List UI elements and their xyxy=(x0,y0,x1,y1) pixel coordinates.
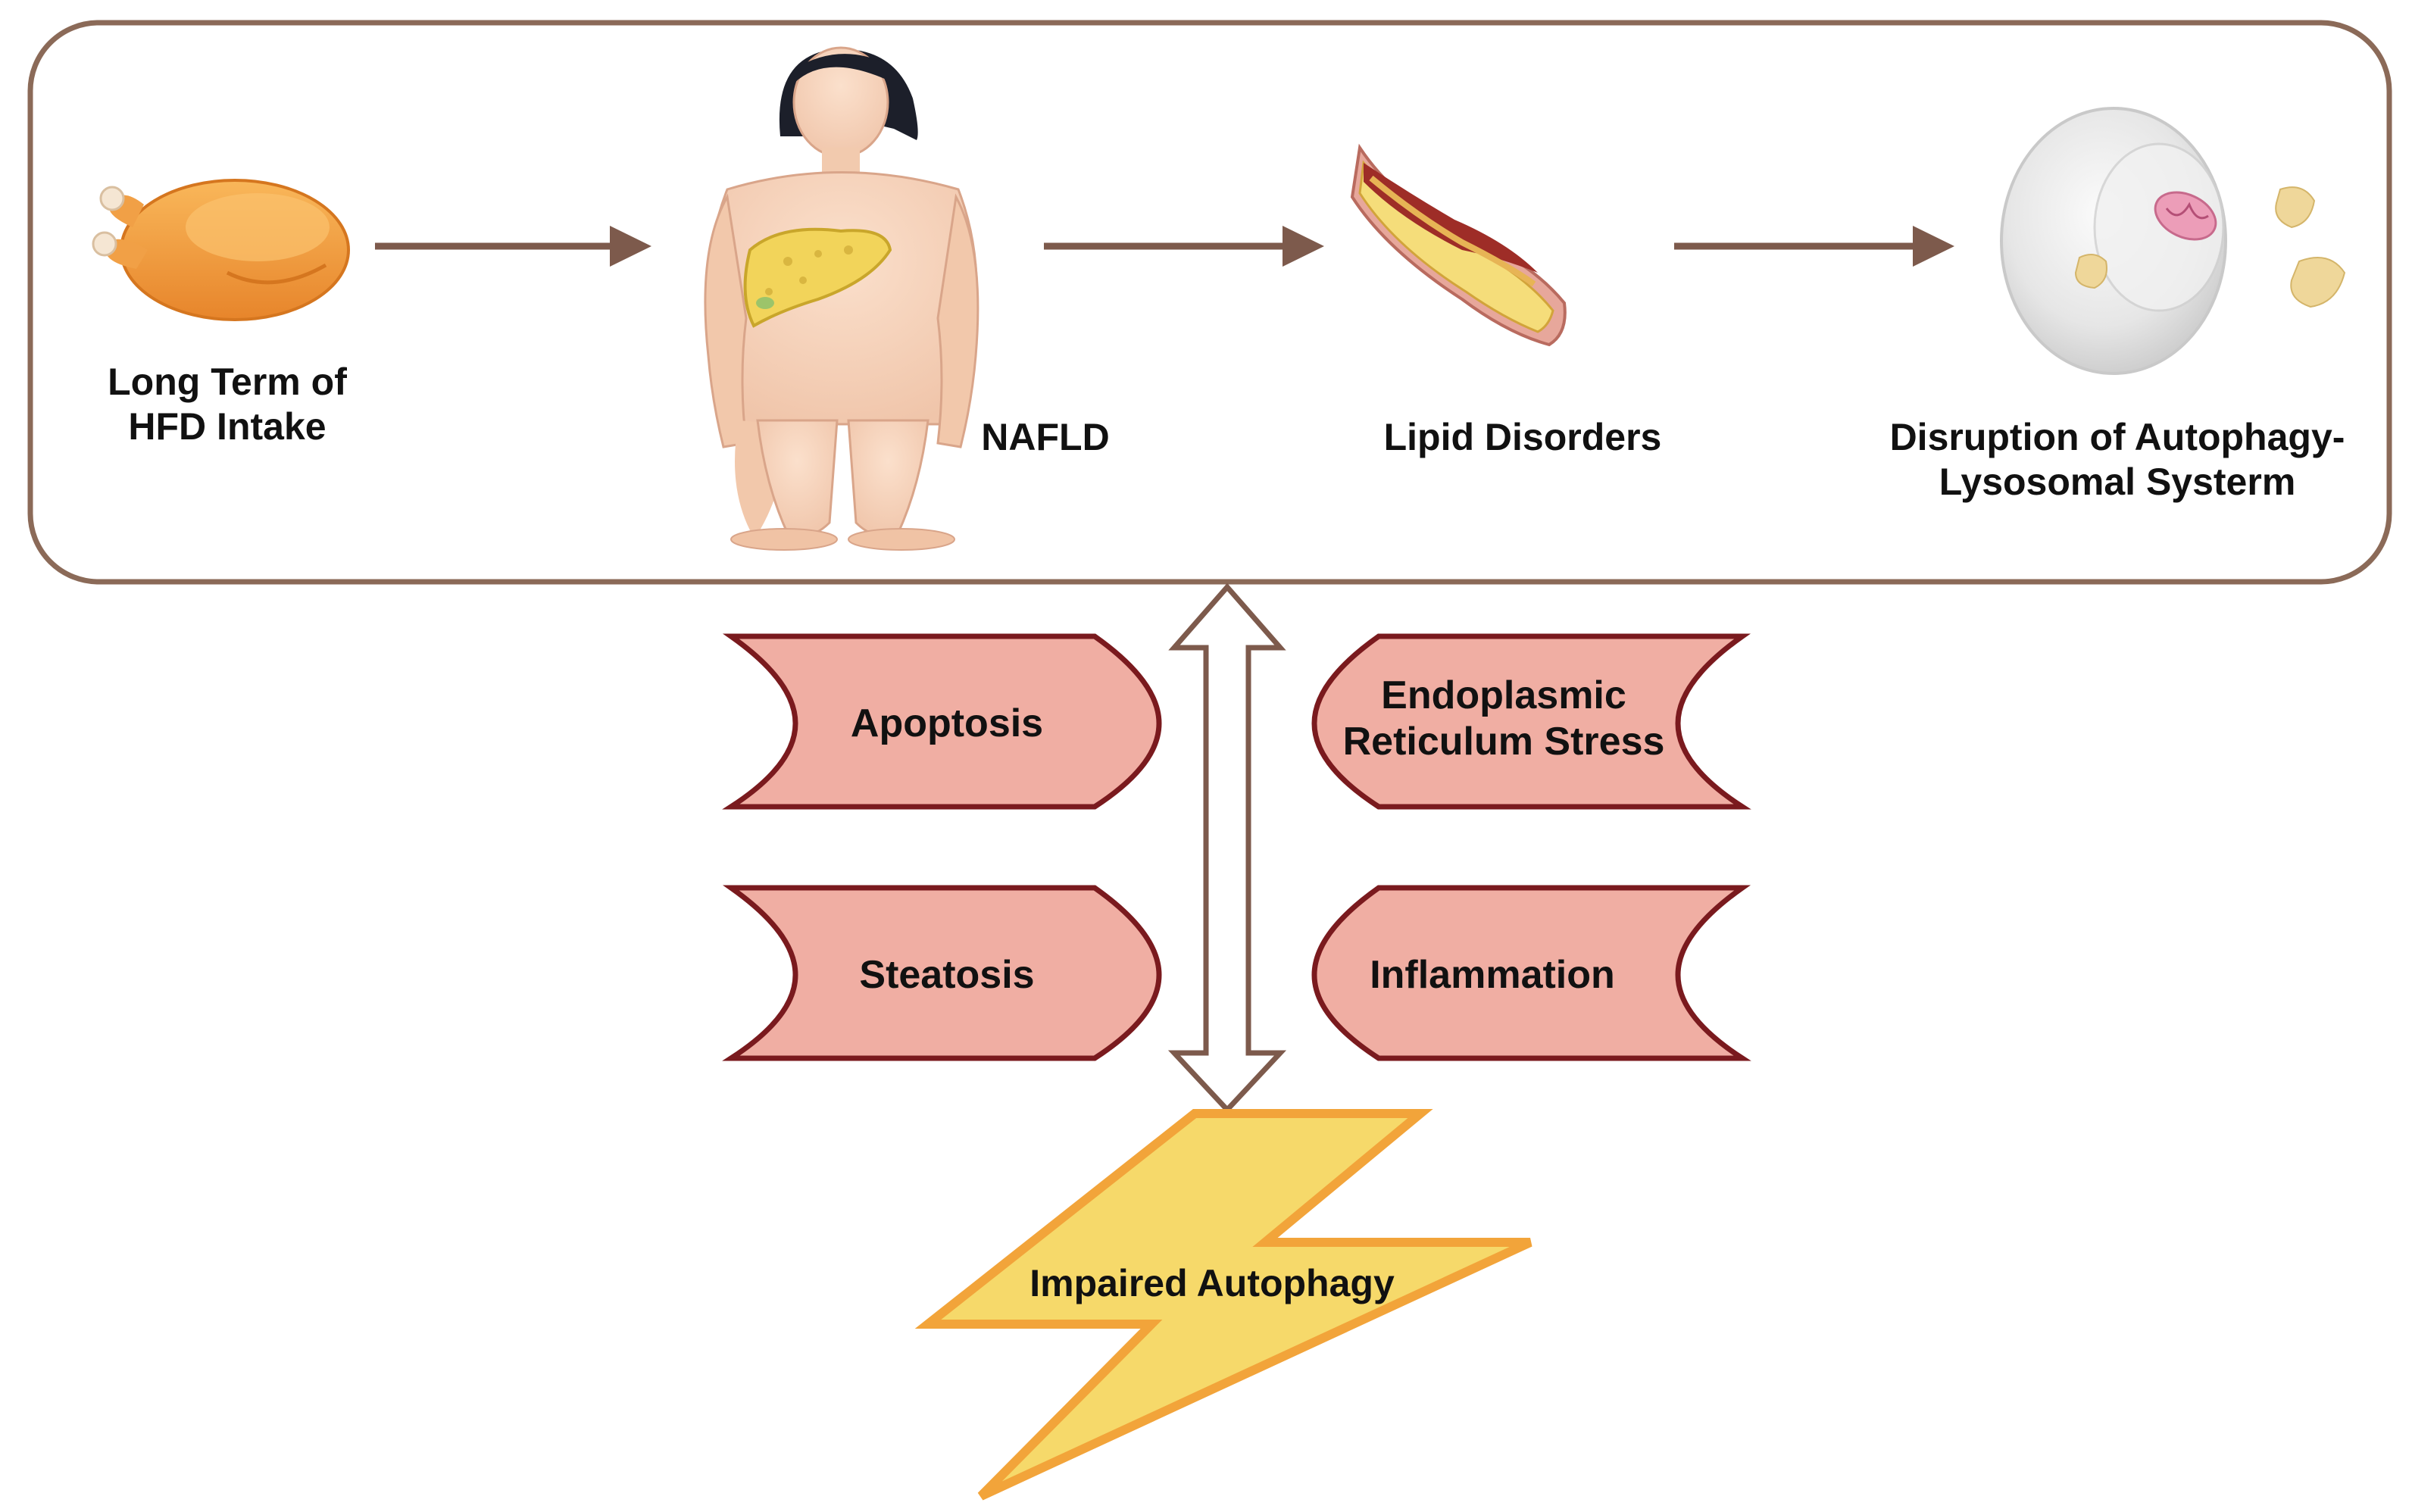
clogged-artery-icon xyxy=(1350,143,1567,347)
step-label-autophagy: Disruption of Autophagy- Lysosomal Syste… xyxy=(1833,415,2401,505)
step-label-line: Lipid Disorders xyxy=(1383,416,1662,458)
effect-label-line: Apoptosis xyxy=(850,701,1044,745)
obese-woman-fatty-liver-icon xyxy=(704,46,979,551)
roast-chicken-icon xyxy=(92,179,350,321)
effect-label-line: Endoplasmic xyxy=(1381,673,1626,717)
step-label-line: Lysosomal Systerm xyxy=(1939,461,2296,503)
process-frame xyxy=(27,20,2392,585)
step-label-line: NAFLD xyxy=(981,416,1110,458)
effect-label-steatosis: Steatosis xyxy=(795,952,1098,998)
effect-label-apoptosis: Apoptosis xyxy=(795,701,1098,747)
step-label-line: Disruption of Autophagy- xyxy=(1889,416,2345,458)
step-label-line: HFD Intake xyxy=(128,405,326,448)
effect-label-line: Inflammation xyxy=(1370,953,1615,997)
effect-tag-er-stress xyxy=(1311,633,1751,810)
flow-arrow-3 xyxy=(1674,226,1954,267)
effect-label-line: Reticulum Stress xyxy=(1342,720,1665,764)
effect-label-line: Steatosis xyxy=(859,953,1035,997)
step-label-line: Long Term of xyxy=(108,361,347,403)
step-label-nafld: NAFLD xyxy=(932,415,1159,460)
flow-arrow-2 xyxy=(1044,226,1324,267)
effect-label-inflammation: Inflammation xyxy=(1341,952,1644,998)
lightning-bolt-icon xyxy=(914,1109,1532,1501)
flow-arrow-1 xyxy=(375,226,651,267)
step-label-lipid: Lipid Disorders xyxy=(1333,415,1712,460)
effect-tag-apoptosis xyxy=(722,633,1162,810)
cell-with-mitochondrion-icon xyxy=(2000,107,2346,375)
effect-tag-steatosis xyxy=(722,885,1162,1061)
effect-label-er-stress: Endoplasmic Reticulum Stress xyxy=(1314,673,1693,766)
outcome-label: Impaired Autophagy xyxy=(1029,1262,1395,1304)
step-label-hfd: Long Term of HFD Intake xyxy=(76,360,379,449)
double-headed-arrow-icon xyxy=(1167,583,1287,1114)
effect-tag-inflammation xyxy=(1311,885,1751,1061)
